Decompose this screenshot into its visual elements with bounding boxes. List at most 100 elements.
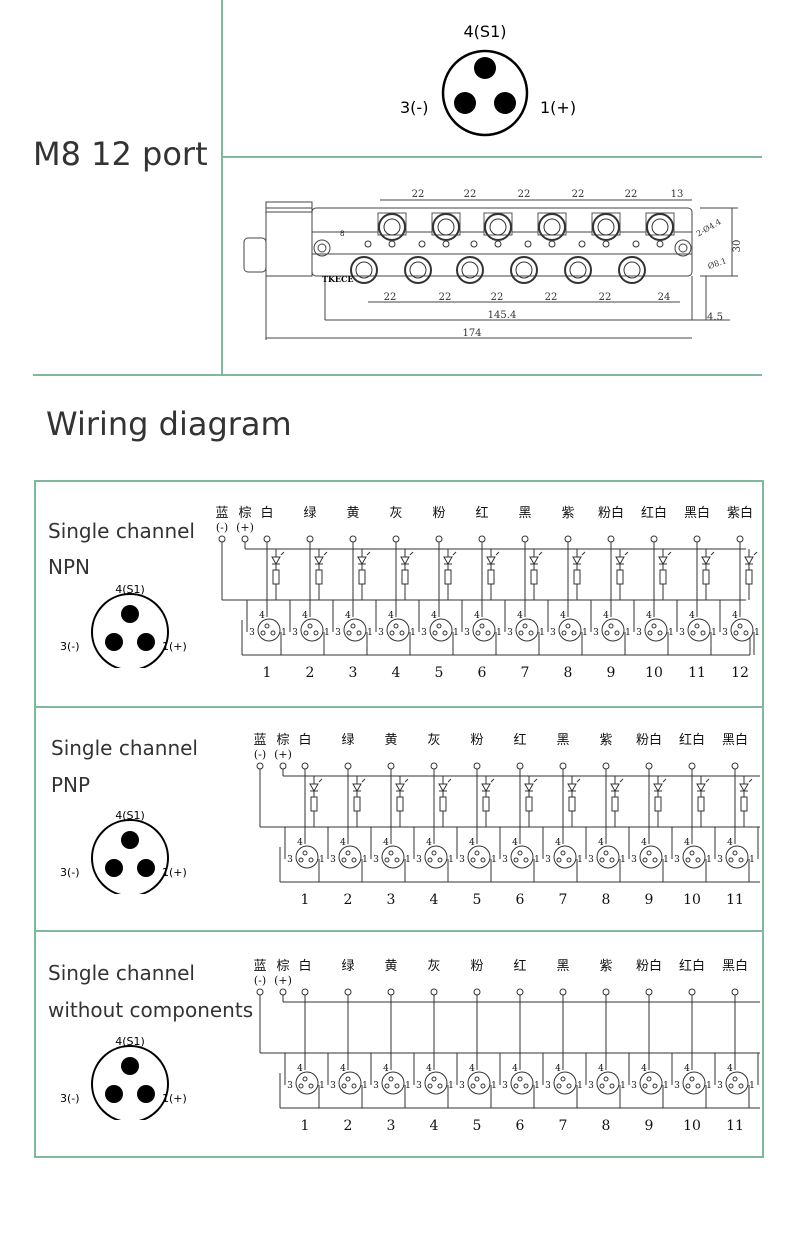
port-connector-icon: [338, 845, 362, 869]
port-number-label: 11: [726, 1118, 744, 1134]
resistor-icon: [358, 569, 366, 585]
nocomp-pin4-label: 4(S1): [115, 1035, 145, 1048]
label-plus: (+): [274, 974, 292, 987]
pin3-label: 3: [416, 1081, 422, 1091]
panel-nocomp-title-2: without components: [48, 998, 254, 1022]
pin1-label: 1: [711, 628, 717, 638]
terminal-brown: [279, 762, 287, 770]
port-connector-icon: [295, 845, 319, 869]
pin-icon: [690, 630, 696, 636]
led-icon: [578, 240, 586, 248]
panel-nocomp: [34, 930, 764, 1158]
signal-terminal: [607, 535, 615, 543]
pin4-label: 4: [302, 611, 308, 621]
pin1-label: 1: [453, 628, 459, 638]
pin3-label: 3: [674, 1081, 680, 1091]
label-blue: 蓝: [253, 959, 266, 974]
pin-icon: [513, 857, 519, 863]
wire-color-label: 黑: [556, 733, 569, 748]
pin-icon: [260, 630, 266, 636]
wire: [748, 778, 753, 783]
signal-terminal: [602, 762, 610, 770]
pnp-pin3-icon: [105, 859, 123, 877]
port-number-label: 5: [473, 1118, 482, 1134]
pin1-label: 1: [539, 628, 545, 638]
pin1-label: 1: [625, 628, 631, 638]
wire-color-label: 粉: [470, 733, 483, 748]
wire-color-label: 黑: [556, 959, 569, 974]
pin4-label: 4: [383, 838, 389, 848]
m8-port-inner: [409, 261, 427, 279]
resistor-icon: [745, 569, 753, 585]
pin3-label: 3: [335, 628, 341, 638]
pin-icon: [560, 1076, 566, 1082]
m8-port-icon: [618, 256, 646, 284]
pin-icon: [528, 630, 534, 636]
pin-icon: [302, 850, 308, 856]
wire-color-label: 黑: [518, 506, 531, 521]
pin-icon: [394, 857, 400, 863]
dim-top-4: 22: [572, 189, 585, 200]
pin-icon: [599, 857, 605, 863]
m8-port-inner: [569, 261, 587, 279]
m8-port-icon: [404, 256, 432, 284]
resistor-icon: [697, 796, 705, 812]
led-icon: [632, 240, 640, 248]
pin-icon: [517, 1076, 523, 1082]
pin-icon: [737, 623, 743, 629]
top-pin3-icon: [454, 92, 476, 114]
pin-icon: [388, 1076, 394, 1082]
wire: [576, 778, 581, 783]
port-connector-icon: [300, 618, 324, 642]
led-diode-icon: [395, 783, 405, 793]
wire: [710, 551, 715, 556]
label-minus: (-): [254, 974, 266, 987]
pin-icon: [646, 850, 652, 856]
wire: [447, 778, 452, 783]
pin-icon: [700, 630, 706, 636]
pin4-label: 4: [388, 611, 394, 621]
pin-icon: [694, 623, 700, 629]
port-number-label: 6: [516, 1118, 525, 1134]
resistor-icon: [702, 569, 710, 585]
led-diode-icon: [271, 556, 281, 566]
dim-30: 30: [732, 240, 743, 253]
m8-port-inner: [489, 218, 507, 236]
port-connector-icon: [553, 1071, 577, 1095]
port-connector-icon: [682, 1071, 706, 1095]
pin4-label: 4: [646, 611, 652, 621]
top-connector-body: [441, 49, 529, 137]
pin4-label: 4: [641, 1064, 647, 1074]
pin4-label: 4: [474, 611, 480, 621]
signal-terminal: [693, 535, 701, 543]
led-icon: [470, 240, 478, 248]
port-connector-icon: [639, 845, 663, 869]
signal-terminal: [306, 535, 314, 543]
pin-icon: [518, 630, 524, 636]
pin3-label: 3: [502, 855, 508, 865]
nocomp-pin3-label: 3(-): [60, 1092, 80, 1105]
led-diode-icon: [615, 556, 625, 566]
pin4-label: 4: [598, 1064, 604, 1074]
led-diode-icon: [567, 783, 577, 793]
wire-color-label: 紫: [599, 733, 612, 748]
signal-terminal: [473, 762, 481, 770]
pin4-label: 4: [426, 1064, 432, 1074]
port-number-label: 7: [521, 665, 530, 681]
port-housing: [377, 212, 407, 236]
pin-icon: [399, 630, 405, 636]
terminal-blue: [256, 762, 264, 770]
pin4-label: 4: [684, 838, 690, 848]
brand-label: TKECE: [322, 274, 353, 284]
resistor-icon: [439, 796, 447, 812]
port-housing: [645, 212, 675, 236]
npn-pin3-label: 3(-): [60, 640, 80, 653]
resistor-icon: [315, 569, 323, 585]
dim-145: 145.4: [488, 310, 517, 321]
pin4-label: 4: [383, 1064, 389, 1074]
pin3-label: 3: [330, 855, 336, 865]
port-number-label: 9: [607, 665, 616, 681]
label-minus: (-): [216, 521, 228, 534]
pin3-label: 3: [679, 628, 685, 638]
pin4-label: 4: [469, 1064, 475, 1074]
